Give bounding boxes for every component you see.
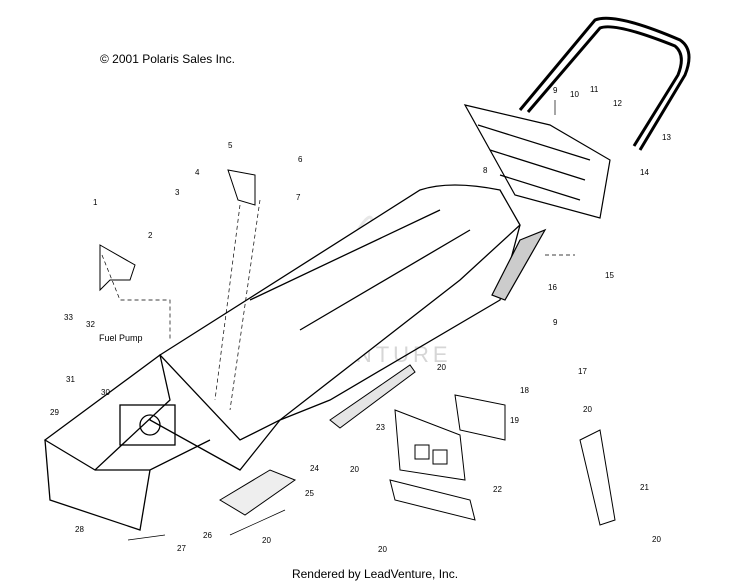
callout-20f: 20 <box>652 535 661 544</box>
callout-20a: 20 <box>437 363 446 372</box>
callout-7: 7 <box>296 193 301 202</box>
callout-27: 27 <box>177 544 186 553</box>
fuel-pump-label: Fuel Pump <box>99 333 143 343</box>
callout-13: 13 <box>662 133 671 142</box>
callout-9b: 9 <box>553 318 558 327</box>
callout-3: 3 <box>175 188 180 197</box>
callout-10: 10 <box>570 90 579 99</box>
callout-28: 28 <box>75 525 84 534</box>
callout-labels: 1 2 3 4 5 6 7 8 9 9 10 11 12 13 14 15 16… <box>50 85 671 554</box>
chassis-tunnel <box>149 184 521 471</box>
callout-6: 6 <box>298 155 303 164</box>
callout-15: 15 <box>605 271 614 280</box>
callout-20b: 20 <box>350 465 359 474</box>
callout-20d: 20 <box>378 545 387 554</box>
callout-33: 33 <box>64 313 73 322</box>
footer-credit: Rendered by LeadVenture, Inc. <box>291 567 459 581</box>
skid-plate <box>219 469 297 516</box>
bracket-22 <box>389 409 476 521</box>
callout-18: 18 <box>520 386 529 395</box>
callout-2: 2 <box>148 231 153 240</box>
bracket-5 <box>227 169 256 206</box>
bracket-21 <box>579 429 616 526</box>
bracket-2 <box>99 244 136 292</box>
leader-lines <box>101 100 575 541</box>
callout-1: 1 <box>93 198 98 207</box>
callout-20e: 20 <box>583 405 592 414</box>
copyright-notice: © 2001 Polaris Sales Inc. <box>100 52 235 66</box>
callout-4: 4 <box>195 168 200 177</box>
callout-16: 16 <box>548 283 557 292</box>
callout-25: 25 <box>305 489 314 498</box>
callout-32: 32 <box>86 320 95 329</box>
callout-22: 22 <box>493 485 502 494</box>
callout-14: 14 <box>640 168 649 177</box>
callout-19: 19 <box>510 416 519 425</box>
callout-17: 17 <box>578 367 587 376</box>
bracket-19 <box>454 394 506 441</box>
callout-23: 23 <box>376 423 385 432</box>
callout-5: 5 <box>228 141 233 150</box>
callout-12: 12 <box>613 99 622 108</box>
callout-24: 24 <box>310 464 319 473</box>
footrest <box>329 364 416 429</box>
front-bulkhead <box>43 353 211 531</box>
callout-30: 30 <box>101 388 110 397</box>
rear-bumper <box>518 16 691 151</box>
callout-9a: 9 <box>553 86 558 95</box>
callout-21: 21 <box>640 483 649 492</box>
callout-26: 26 <box>203 531 212 540</box>
callout-20c: 20 <box>262 536 271 545</box>
callout-8: 8 <box>483 166 488 175</box>
callout-11: 11 <box>590 85 599 94</box>
callout-29: 29 <box>50 408 59 417</box>
callout-31: 31 <box>66 375 75 384</box>
snowflap <box>463 104 611 219</box>
rear-rail <box>491 228 547 301</box>
